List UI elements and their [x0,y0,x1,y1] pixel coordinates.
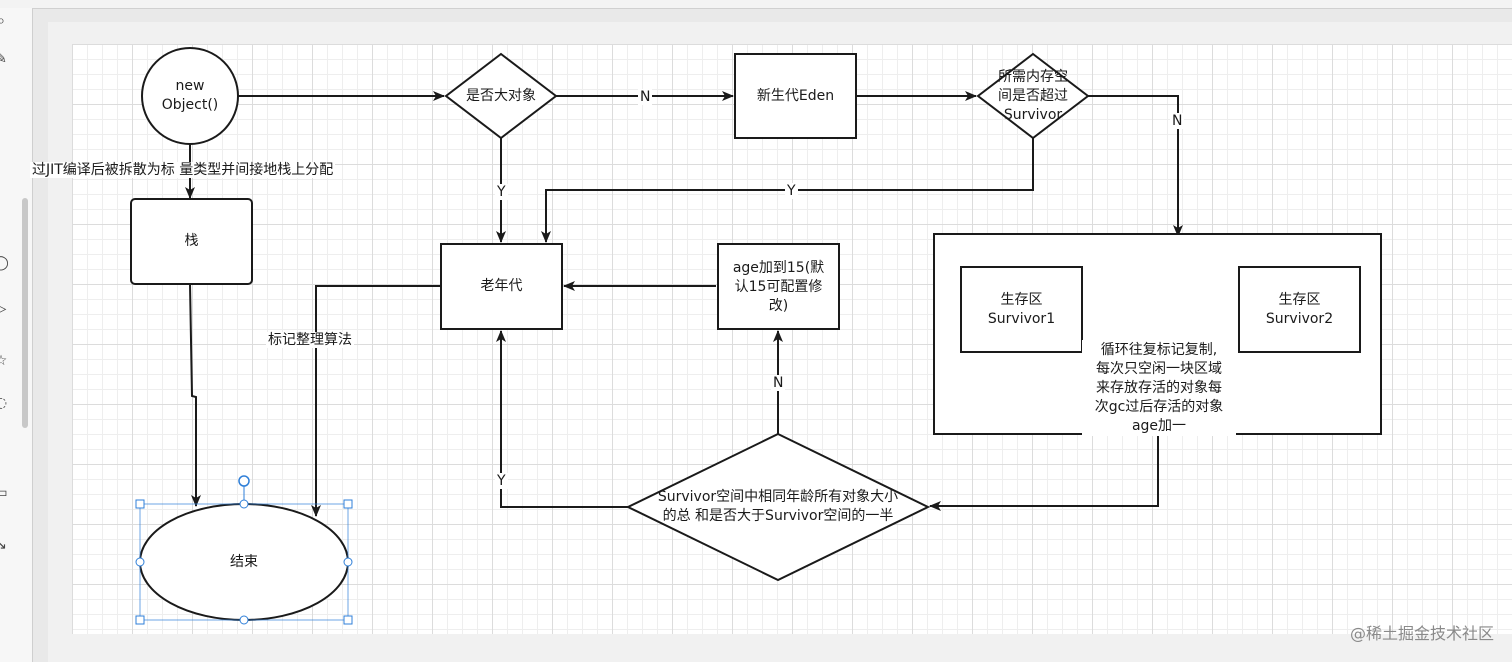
connector-icon[interactable]: ↘ [0,537,7,553]
survivor-half-label: Survivor空间中相同年龄所有对象大小 的总 和是否大于Survivor空间… [657,489,899,524]
edge-label-n: N [638,89,653,105]
shape-sidebar: ⌕ ✎ ◯ ▷ ☆ ◌ ▭ ↘ [0,8,33,662]
mark-compact-edge-label: 标记整理算法 [266,332,354,348]
edit-icon[interactable]: ✎ [0,51,7,67]
eden-node[interactable] [734,53,857,139]
edge-half-to-oldgen[interactable] [496,330,628,508]
selection-box[interactable] [135,475,353,625]
edge-label-y: Y [495,184,508,200]
top-toolbar [0,0,1512,9]
edge-stack-to-end[interactable] [189,283,201,507]
start-node[interactable] [141,47,239,145]
edge-label-y: Y [785,183,798,199]
rect-shape-icon[interactable]: ▭ [0,485,8,501]
cloud-shape-icon[interactable]: ◌ [0,395,8,411]
edge-survivor-to-half[interactable] [929,434,1159,511]
edge-label-n: N [771,375,786,391]
age15-label: age加到15(默 认15可配置修 改) [732,259,825,314]
old-gen-label: 老年代 [480,277,523,294]
stack-node[interactable] [130,198,253,285]
survivor2-node[interactable] [1238,266,1361,353]
edge-label-y: Y [495,473,508,489]
start-node-label: new Object() [161,78,219,113]
circle-shape-icon[interactable]: ◯ [0,255,9,271]
search-icon[interactable]: ⌕ [0,13,5,29]
survivor-note-label: 循环往复标记复制, 每次只空闲一块区域 来存放存活的对象每 次gc过后存活的对象… [1082,340,1236,436]
decision-memory-exceeds-survivor[interactable] [976,52,1090,140]
resize-handle[interactable] [343,615,353,625]
survivor1-label: 生存区 Survivor1 [987,292,1056,327]
sidebar-scrollbar[interactable] [22,198,28,428]
jit-edge-label: 过JIT编译后被拆散为标 量类型并间接地栈上分配 [30,162,336,178]
decision-is-large-object[interactable] [444,52,558,140]
connection-point[interactable] [239,499,249,509]
rotate-handle[interactable] [238,475,250,487]
resize-handle[interactable] [343,499,353,509]
is-large-label: 是否大对象 [466,87,536,104]
arrow-shape-icon[interactable]: ▷ [0,301,7,317]
connection-point[interactable] [239,615,249,625]
mem-check-label: 所需内存空 间是否超过 Survivor [998,68,1068,123]
connection-point[interactable] [343,557,353,567]
resize-handle[interactable] [135,615,145,625]
resize-handle[interactable] [135,499,145,509]
star-shape-icon[interactable]: ☆ [0,353,8,369]
end-label: 结束 [230,553,258,570]
edge-memcheck-to-survivor[interactable] [1088,95,1183,237]
survivor1-node[interactable] [960,266,1083,353]
stack-label: 栈 [184,232,199,249]
edge-oldgen-to-end[interactable] [311,285,441,517]
age15-node[interactable] [717,243,840,330]
decision-survivor-half[interactable] [625,432,931,582]
survivor2-label: 生存区 Survivor2 [1265,292,1334,327]
edge-label-n: N [1170,113,1185,129]
old-gen-node[interactable] [440,243,563,330]
watermark: @稀土掘金技术社区 [1349,624,1494,643]
eden-label: 新生代Eden [756,87,835,104]
connection-point[interactable] [135,557,145,567]
